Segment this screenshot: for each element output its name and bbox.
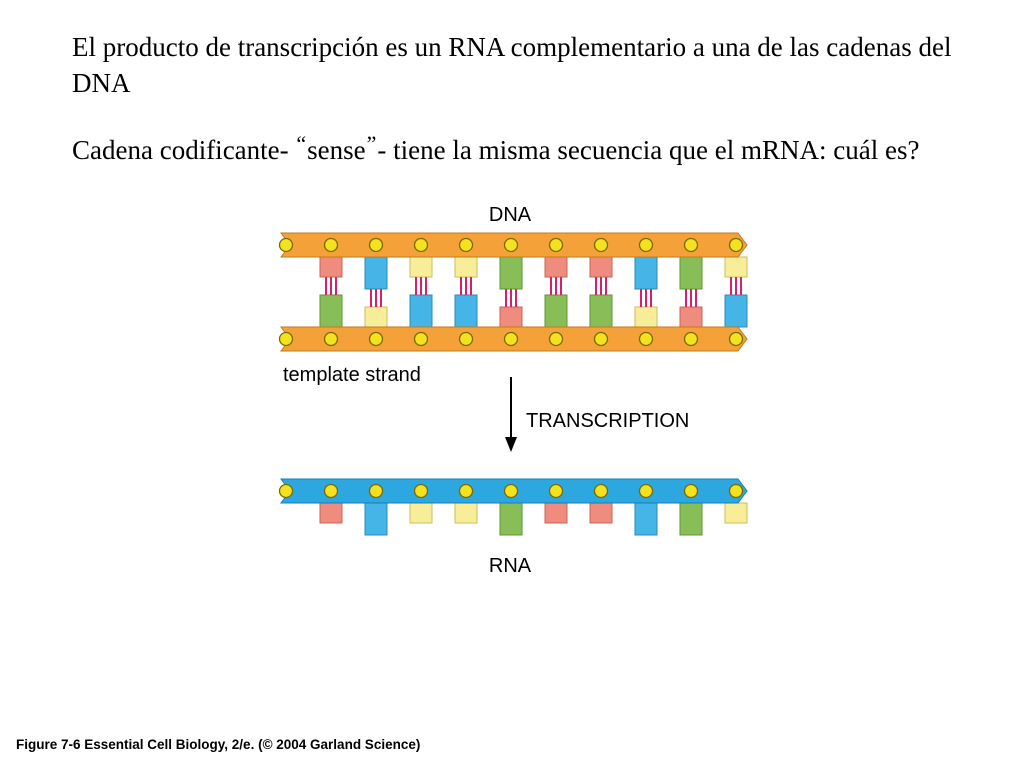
dna-top-phosphate: [413, 237, 429, 253]
dna-bottom-phosphate: [593, 331, 609, 347]
dna-bottom-phosphate: [638, 331, 654, 347]
dna-bottom-phosphate: [728, 331, 744, 347]
rna-base-pink: [544, 502, 568, 524]
rna-base-green: [679, 502, 703, 536]
dna-base-pairs: [319, 256, 748, 328]
rna-phosphate: [728, 483, 744, 499]
dna-bottom-base-yellow: [364, 306, 388, 328]
dna-top-phosphate: [368, 237, 384, 253]
dna-top-base-blue: [364, 256, 388, 290]
rna-label: RNA: [489, 555, 532, 577]
dna-bottom-phosphate: [323, 331, 339, 347]
rna-base-yellow: [409, 502, 433, 524]
open-quote: “: [296, 131, 307, 156]
dna-bottom-base-pink: [499, 306, 523, 328]
dna-top-base-pink: [544, 256, 568, 278]
dna-top-phosphate: [323, 237, 339, 253]
rna-phosphate: [458, 483, 474, 499]
dna-bottom-phosphate: [413, 331, 429, 347]
dna-bottom-base-blue: [454, 294, 478, 328]
dna-top-phosphate: [458, 237, 474, 253]
dna-top-base-pink: [319, 256, 343, 278]
rna-base-green: [499, 502, 523, 536]
dna-top-base-green: [499, 256, 523, 290]
rna-phosphate: [323, 483, 339, 499]
rna-bases: [319, 502, 748, 536]
dna-top-phosphate: [728, 237, 744, 253]
coding-strand-question: Cadena codificante- “sense”- tiene la mi…: [72, 131, 972, 170]
rna-phosphate: [683, 483, 699, 499]
coding-strand-prefix: Cadena codificante-: [72, 135, 296, 165]
dna-top-phosphate: [548, 237, 564, 253]
dna-top-base-yellow: [454, 256, 478, 278]
dna-top-base-blue: [634, 256, 658, 290]
template-strand-label: template strand: [283, 364, 421, 386]
rna-base-pink: [319, 502, 343, 524]
rna-base-yellow: [724, 502, 748, 524]
dna-bottom-base-green: [589, 294, 613, 328]
intro-paragraph: El producto de transcripción es un RNA c…: [72, 32, 952, 98]
dna-top-phosphate: [638, 237, 654, 253]
dna-top-base-pink: [589, 256, 613, 278]
phosphate-groups: [278, 237, 744, 499]
transcription-label: TRANSCRIPTION: [526, 410, 689, 432]
dna-top-base-yellow: [409, 256, 433, 278]
rna-phosphate: [593, 483, 609, 499]
dna-label: DNA: [489, 204, 532, 226]
rna-base-yellow: [454, 502, 478, 524]
dna-bottom-base-pink: [679, 306, 703, 328]
rna-phosphate: [503, 483, 519, 499]
dna-top-phosphate: [503, 237, 519, 253]
dna-bottom-phosphate: [503, 331, 519, 347]
rna-base-blue: [634, 502, 658, 536]
dna-bottom-base-blue: [724, 294, 748, 328]
dna-top-base-green: [679, 256, 703, 290]
dna-top-phosphate: [593, 237, 609, 253]
rna-phosphate: [278, 483, 294, 499]
dna-bottom-base-blue: [409, 294, 433, 328]
dna-bottom-base-green: [319, 294, 343, 328]
sense-word: sense: [307, 135, 366, 165]
dna-bottom-phosphate: [368, 331, 384, 347]
rna-phosphate: [413, 483, 429, 499]
rna-phosphate: [548, 483, 564, 499]
transcription-arrow-head: [505, 437, 517, 452]
rna-base-blue: [364, 502, 388, 536]
close-quote: ”: [366, 131, 377, 156]
dna-bottom-phosphate: [548, 331, 564, 347]
dna-bottom-phosphate: [458, 331, 474, 347]
dna-bottom-phosphate: [683, 331, 699, 347]
rna-phosphate: [368, 483, 384, 499]
dna-top-phosphate: [278, 237, 294, 253]
dna-top-phosphate: [683, 237, 699, 253]
figure-caption: Figure 7-6 Essential Cell Biology, 2/e. …: [16, 737, 421, 752]
dna-top-base-yellow: [724, 256, 748, 278]
rna-base-pink: [589, 502, 613, 524]
rna-phosphate: [638, 483, 654, 499]
dna-bottom-base-green: [544, 294, 568, 328]
dna-bottom-base-yellow: [634, 306, 658, 328]
dna-bottom-phosphate: [278, 331, 294, 347]
coding-strand-suffix: - tiene la misma secuencia que el mRNA: …: [377, 135, 920, 165]
